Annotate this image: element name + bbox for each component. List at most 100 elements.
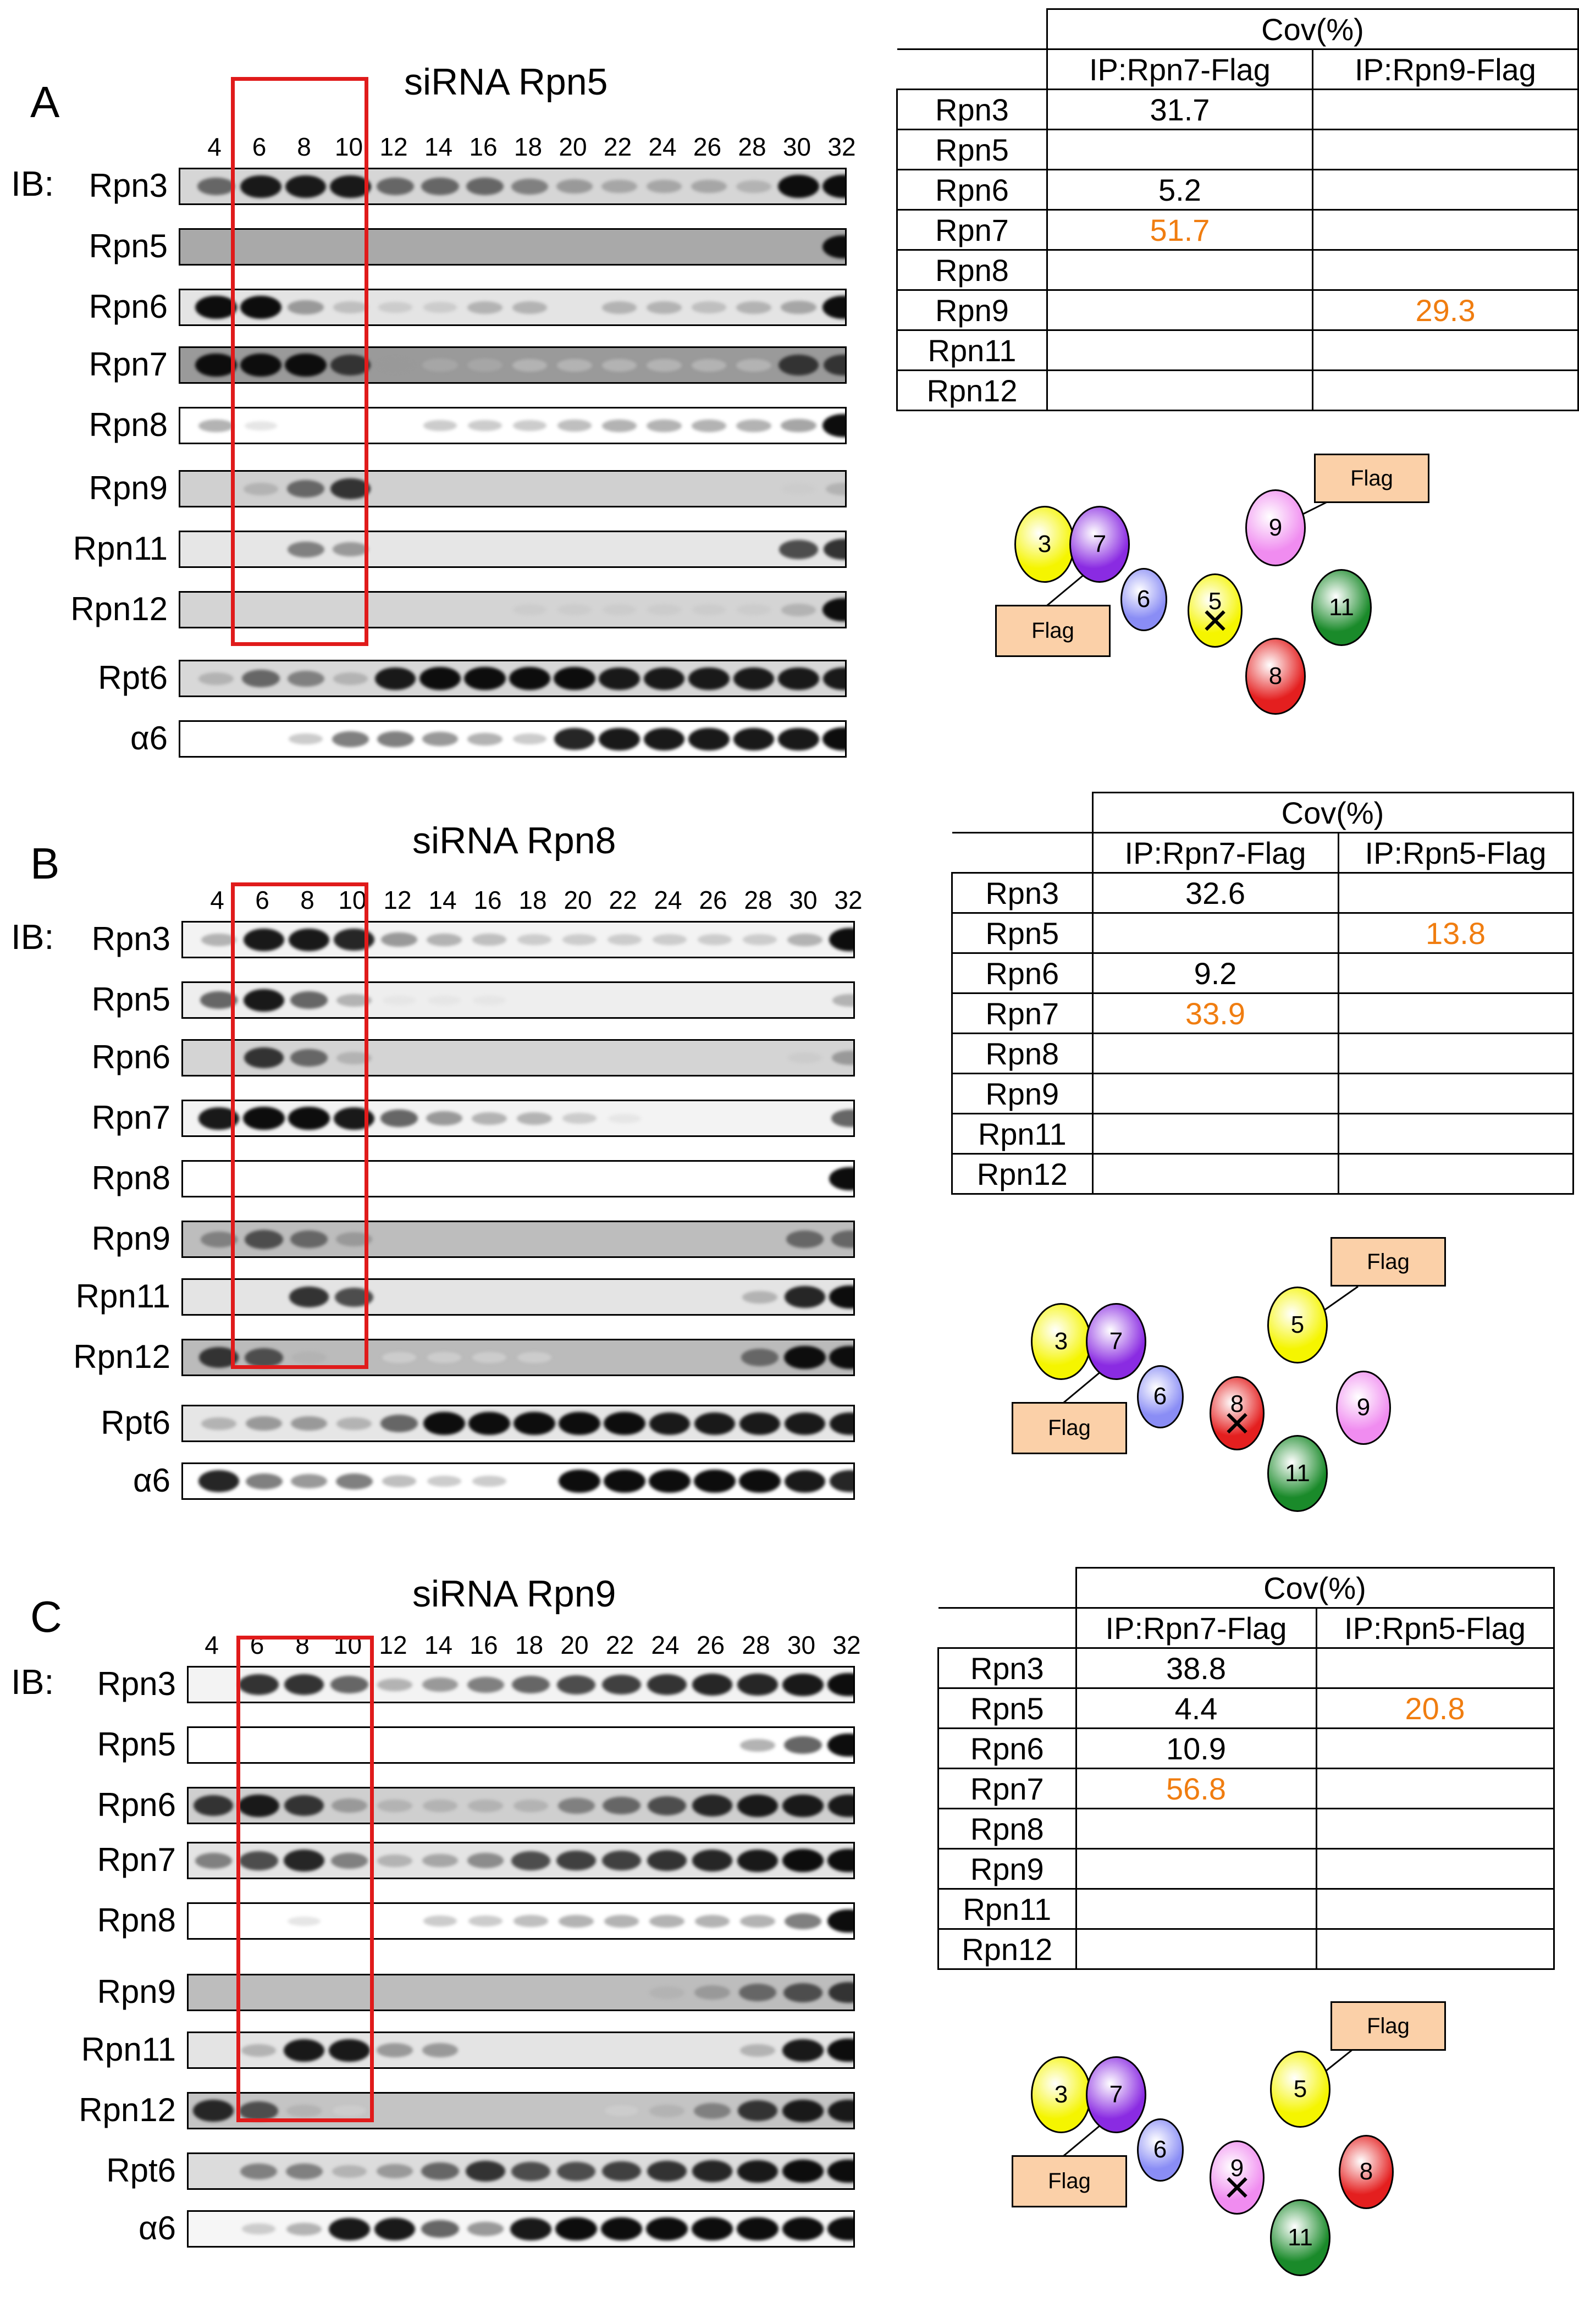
table-row: Rpn12 [937, 1928, 1555, 1970]
protein-band [782, 1794, 824, 1817]
protein-band [691, 419, 727, 432]
subunit-number: 5 [1293, 2075, 1307, 2102]
protein-band [600, 2217, 643, 2241]
protein-band [289, 733, 323, 744]
protein-band [243, 928, 285, 951]
protein-band [601, 419, 637, 432]
protein-band [601, 301, 637, 314]
fraction-label: 4 [205, 1631, 219, 1659]
protein-band [555, 2217, 597, 2241]
protein-band [831, 1230, 853, 1248]
protein-band [285, 2163, 323, 2179]
protein-band [195, 295, 237, 319]
protein-band [378, 302, 412, 313]
subunit-number: 6 [1153, 1383, 1167, 1410]
protein-band [382, 1352, 416, 1363]
protein-band [244, 1047, 284, 1068]
protein-band [197, 178, 235, 195]
protein-band [782, 2217, 824, 2241]
protein-band [827, 2217, 853, 2241]
subunit-rpn5: 5 [1270, 2051, 1330, 2128]
flag-tag: Flag [1330, 1237, 1446, 1287]
coverage-cell [1091, 1153, 1339, 1195]
fraction-label: 26 [696, 1631, 725, 1659]
table-corner [897, 49, 1048, 90]
blot-strip [187, 1666, 855, 1703]
table-row: Rpn9 [937, 1848, 1555, 1890]
row-name: Rpn12 [896, 369, 1048, 411]
protein-band [331, 1798, 368, 1813]
fraction-label: 24 [654, 886, 682, 914]
fraction-label: 22 [605, 1631, 634, 1659]
row-name: Rpn8 [951, 1033, 1094, 1074]
blot-strip [187, 1842, 855, 1879]
row-name: Rpn7 [937, 1768, 1077, 1809]
coverage-cell [1311, 89, 1579, 130]
coverage-cell: 51.7 [1046, 209, 1313, 251]
blot-label: Rpn6 [89, 288, 168, 325]
coverage-cell [1046, 329, 1313, 371]
protein-band [198, 419, 234, 432]
coverage-cell [1075, 1808, 1317, 1850]
blot-strip [181, 1100, 855, 1137]
protein-band [822, 235, 845, 259]
fraction-label: 20 [559, 133, 587, 161]
protein-band [422, 2043, 459, 2057]
protein-band [512, 604, 547, 615]
subunit-number: 3 [1037, 531, 1052, 557]
coverage-cell: 5.2 [1046, 169, 1313, 211]
protein-band [739, 1412, 781, 1435]
coverage-cell: 4.4 [1075, 1687, 1317, 1729]
protein-band [822, 727, 845, 751]
protein-band [286, 480, 325, 498]
protein-band [426, 1111, 462, 1125]
panel-letter: B [30, 839, 60, 888]
protein-band [241, 2223, 276, 2234]
protein-band [243, 989, 285, 1012]
ib-label: IB: [11, 164, 54, 203]
protein-band [284, 1850, 324, 1872]
fraction-label: 32 [827, 133, 856, 161]
protein-band [557, 1797, 595, 1814]
protein-band [604, 2105, 639, 2116]
blot-strip [187, 2152, 855, 2190]
protein-band [557, 358, 592, 372]
protein-band [198, 1470, 239, 1492]
fraction-label: 32 [834, 886, 863, 914]
protein-band [694, 1914, 730, 1928]
subunit-rpn3: 3 [1014, 506, 1075, 583]
protein-band [512, 1676, 550, 1693]
column-header: IP:Rpn7-Flag [1091, 832, 1339, 874]
protein-band [601, 179, 637, 194]
protein-band [377, 731, 414, 747]
table-header: Cov(%) [1091, 792, 1574, 833]
coverage-cell [1046, 129, 1313, 170]
protein-band [788, 1052, 822, 1063]
flag-tag: Flag [1012, 1402, 1127, 1454]
table-corner [938, 1608, 1077, 1649]
protein-band [782, 2039, 824, 2062]
protein-band [288, 928, 330, 951]
protein-band [427, 1476, 461, 1487]
protein-band [829, 928, 853, 952]
blot-strip [179, 407, 847, 444]
protein-band [556, 179, 593, 194]
protein-band [241, 2044, 277, 2057]
protein-band [291, 1474, 327, 1488]
subunit-rpn3: 3 [1031, 2056, 1091, 2133]
protein-band [512, 420, 547, 431]
coverage-cell [1046, 369, 1313, 411]
subunit-number: 8 [1359, 2158, 1373, 2185]
protein-band [692, 1850, 733, 1872]
subunit-rpn7: 7 [1069, 506, 1130, 583]
blot-label: Rpt6 [98, 659, 168, 696]
protein-band [288, 1916, 321, 1926]
subunit-number: 11 [1288, 2224, 1313, 2251]
subunit-rpn11: 11 [1267, 1435, 1328, 1512]
panel-title: siRNA Rpn8 [412, 820, 616, 862]
protein-band [698, 934, 732, 945]
